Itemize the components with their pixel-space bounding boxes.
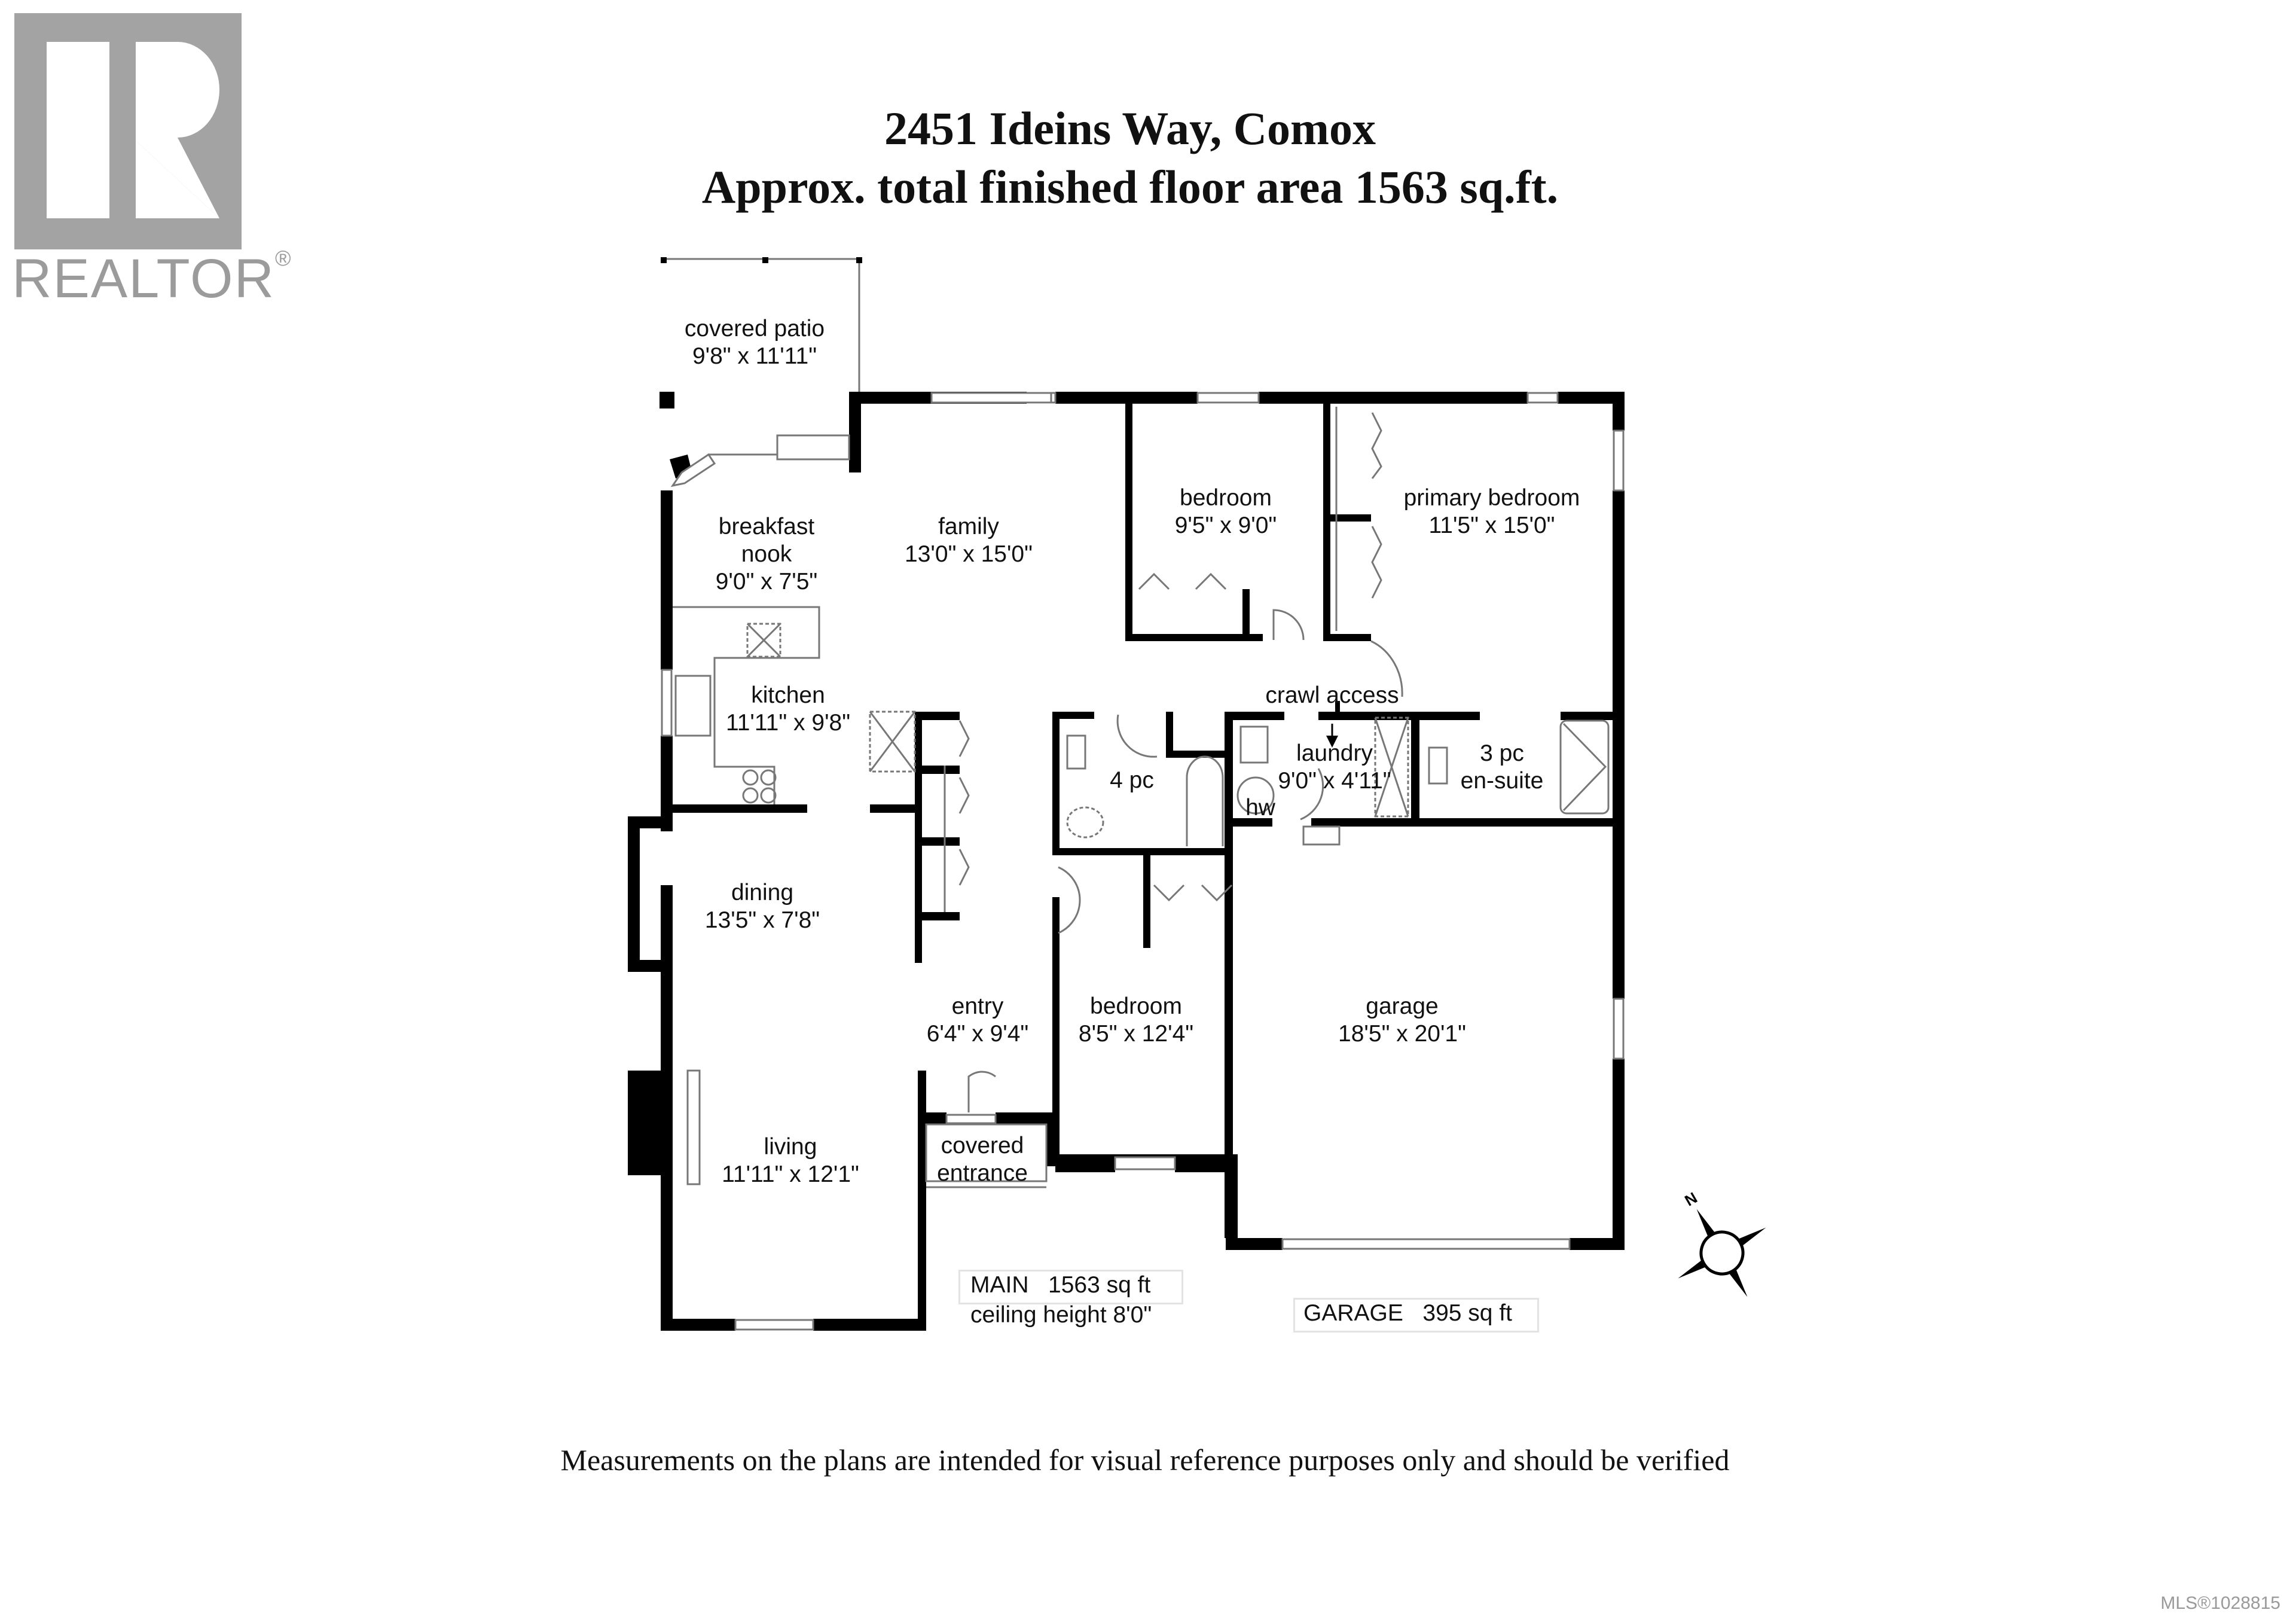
room-size: 9'0" x 7'5" (715, 569, 818, 594)
room-entry: entry 6'4" x 9'4" (927, 993, 1029, 1048)
room-size: 13'0" x 15'0" (905, 541, 1033, 567)
room-size: 18'5" x 20'1" (1338, 1021, 1466, 1047)
room-name: bedroom (1090, 993, 1182, 1019)
room-size: 9'0" x 4'11" (1278, 768, 1391, 794)
main-area-info: MAIN 1563 sq ft (970, 1272, 1150, 1299)
ceiling-height: ceiling height 8'0" (970, 1302, 1152, 1328)
north-compass-icon: N (1678, 1190, 1766, 1297)
patio-posts (660, 257, 862, 408)
garage-area-value: 395 sq ft (1422, 1300, 1512, 1326)
measurement-disclaimer: Measurements on the plans are intended f… (560, 1443, 1730, 1477)
room-bedroom-3: bedroom 8'5" x 12'4" (1079, 993, 1193, 1048)
room-name: laundry (1296, 740, 1373, 766)
room-size: 11'11" x 12'1" (722, 1161, 859, 1187)
windows (661, 392, 1625, 1331)
room-size: 13'5" x 7'8" (704, 907, 820, 933)
room-garage: garage 18'5" x 20'1" (1338, 993, 1466, 1048)
garage-label: GARAGE (1303, 1300, 1403, 1326)
room-bath-4pc: 4 pc (1110, 767, 1154, 794)
room-name: covered (941, 1133, 1024, 1158)
room-ensuite: 3 pc en-suite (1461, 740, 1544, 795)
room-size: 11'5" x 15'0" (1428, 513, 1555, 538)
realtor-logo: REALTOR® (12, 12, 291, 306)
room-bedroom-2: bedroom 9'5" x 9'0" (1175, 484, 1277, 539)
room-primary-bedroom: primary bedroom 11'5" x 15'0" (1404, 484, 1580, 539)
room-breakfast-nook: breakfast nook 9'0" x 7'5" (716, 513, 818, 596)
room-size: 9'8" x 11'11" (692, 343, 817, 369)
room-name: living (764, 1134, 817, 1160)
room-name: dining (731, 880, 794, 905)
room-name: family (938, 514, 999, 539)
realtor-wordmark: REALTOR® (12, 246, 292, 309)
room-laundry: laundry 9'0" x 4'11" (1278, 740, 1391, 795)
fixtures (662, 258, 1610, 1188)
room-name: entrance (937, 1160, 1028, 1186)
room-name: breakfast (718, 514, 815, 539)
main-area-value: 1563 sq ft (1048, 1272, 1151, 1298)
total-area-line: Approx. total finished floor area 1563 s… (701, 161, 1559, 213)
svg-text:N: N (1681, 1190, 1700, 1210)
room-name: 3 pc (1480, 740, 1524, 766)
room-living: living 11'11" x 12'1" (722, 1133, 859, 1188)
property-address: 2451 Ideins Way, Comox (884, 102, 1376, 154)
room-kitchen: kitchen 11'11" x 9'8" (726, 682, 850, 737)
room-size: 11'11" x 9'8" (725, 710, 851, 736)
hot-water-label: hw (1245, 795, 1275, 821)
main-area-box (958, 1270, 1183, 1304)
room-name: garage (1366, 993, 1439, 1019)
room-name: 4 pc (1110, 767, 1154, 793)
room-name: covered patio (684, 316, 825, 342)
room-size: 9'5" x 9'0" (1174, 513, 1277, 538)
room-name: bedroom (1180, 485, 1272, 511)
room-name: entry (951, 993, 1004, 1019)
mls-number: MLS®1028815 (2160, 1593, 2280, 1613)
interior-walls (673, 404, 1625, 1238)
room-dining: dining 13'5" x 7'8" (705, 879, 820, 934)
room-covered-patio: covered patio 9'8" x 11'11" (685, 315, 825, 370)
room-name: nook (741, 541, 792, 567)
realtor-logo-mark (14, 13, 242, 249)
room-size: 8'5" x 12'4" (1078, 1021, 1194, 1047)
room-size: 6'4" x 9'4" (926, 1021, 1029, 1047)
room-covered-entrance: covered entrance (937, 1132, 1028, 1187)
realtor-r-glyph-icon (136, 42, 219, 218)
crawl-access-label: crawl access (1265, 682, 1399, 708)
room-family: family 13'0" x 15'0" (905, 513, 1033, 568)
crawl-access-arrow-icon (1326, 724, 1338, 748)
garage-area-box (1293, 1298, 1539, 1333)
main-label: MAIN (970, 1272, 1029, 1298)
room-name: kitchen (751, 682, 825, 708)
garage-area-info: GARAGE 395 sq ft (1303, 1300, 1512, 1327)
room-name: primary bedroom (1403, 485, 1580, 511)
room-name: en-suite (1460, 768, 1544, 794)
